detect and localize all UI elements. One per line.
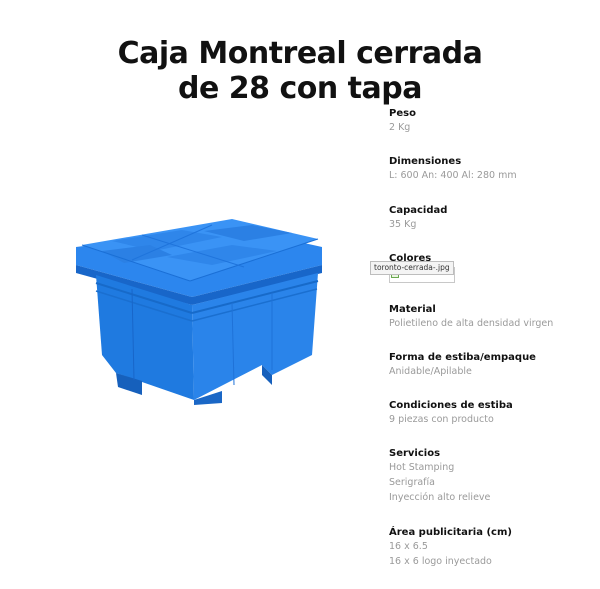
spec-value: Inyección alto relieve	[389, 492, 491, 503]
spec-value: 2 Kg	[389, 122, 411, 133]
spec-value: L: 600 An: 400 Al: 280 mm	[389, 170, 517, 181]
spec-estiba: Forma de estiba/empaque Anidable/Apilabl…	[389, 351, 589, 399]
blue-plastic-crate-image	[76, 219, 322, 405]
spec-label: Material	[389, 304, 436, 315]
spec-value: 9 piezas con producto	[389, 414, 494, 425]
specs-panel: Peso 2 Kg Dimensiones L: 600 An: 400 Al:…	[370, 107, 589, 569]
spec-value: Polietileno de alta densidad virgen	[389, 318, 554, 329]
spec-label: Colores	[389, 253, 432, 264]
spec-label: Servicios	[389, 448, 441, 459]
spec-capacidad: Capacidad 35 Kg	[389, 204, 589, 252]
page-title-line-2: de 28 con tapa	[178, 71, 422, 107]
spec-label: Dimensiones	[389, 156, 462, 167]
spec-value: Serigrafía	[389, 477, 435, 488]
spec-colores: Colores toronto-cerrada-.jpg	[370, 252, 589, 303]
image-alt-text: toronto-cerrada-.jpg	[370, 261, 454, 275]
spec-condiciones: Condiciones de estiba 9 piezas con produ…	[389, 399, 589, 447]
spec-material: Material Polietileno de alta densidad vi…	[389, 303, 589, 351]
spec-peso: Peso 2 Kg	[389, 107, 589, 155]
spec-label: Forma de estiba/empaque	[389, 352, 536, 363]
spec-value: 16 x 6 logo inyectado	[389, 556, 492, 567]
spec-dimensiones: Dimensiones L: 600 An: 400 Al: 280 mm	[389, 155, 589, 204]
page-title: Caja Montreal cerrada de 28 con tapa	[0, 36, 600, 106]
spec-servicios: Servicios Hot Stamping Serigrafía Inyecc…	[389, 447, 589, 526]
spec-label: Área publicitaria (cm)	[389, 527, 512, 538]
spec-value: 16 x 6.5	[389, 541, 428, 552]
spec-value: 35 Kg	[389, 219, 417, 230]
spec-label: Condiciones de estiba	[389, 400, 513, 411]
page-title-line-1: Caja Montreal cerrada	[117, 36, 483, 72]
spec-value: Hot Stamping	[389, 462, 455, 473]
broken-image-icon: toronto-cerrada-.jpg	[370, 261, 455, 283]
spec-label: Capacidad	[389, 205, 448, 216]
spec-value: Anidable/Apilable	[389, 366, 472, 377]
spec-area-publicitaria: Área publicitaria (cm) 16 x 6.5 16 x 6 l…	[389, 526, 589, 569]
spec-label: Peso	[389, 108, 416, 119]
